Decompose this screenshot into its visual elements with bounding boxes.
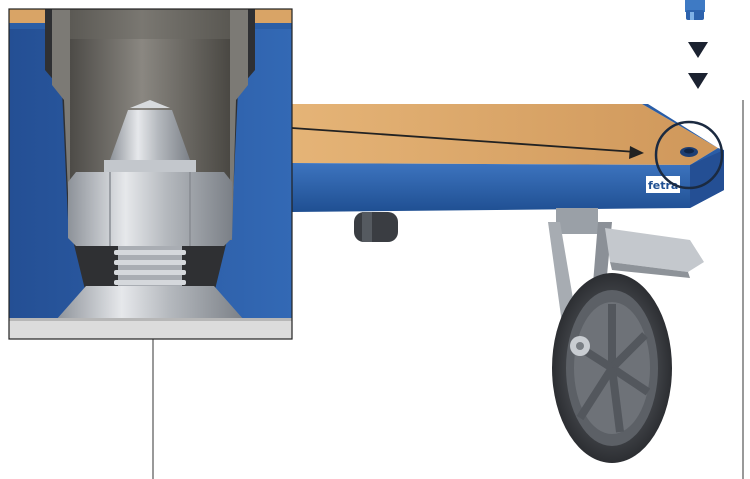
bolt-tip — [110, 110, 190, 160]
hex-bolt-icon — [685, 0, 705, 20]
cart-wood-deck — [292, 104, 718, 165]
brand-badge — [646, 176, 680, 193]
front-caster — [548, 208, 704, 463]
bolt-thread — [114, 246, 186, 286]
countersunk-head — [56, 286, 244, 320]
triangle-down-icon — [688, 73, 708, 89]
cart-frame-front — [292, 163, 690, 212]
arrowhead-icon — [629, 146, 644, 159]
circle-highlight-icon — [654, 120, 724, 190]
cart-illustration: fetra — [152, 100, 744, 479]
caster-brake-pedal — [605, 228, 704, 272]
rear-caster — [354, 212, 398, 242]
triangle-down-icon — [688, 42, 708, 58]
cross-section-inset — [8, 8, 293, 340]
insertion-indicator — [685, 0, 708, 89]
hex-nut — [68, 172, 232, 246]
leader-arrow — [291, 127, 637, 153]
